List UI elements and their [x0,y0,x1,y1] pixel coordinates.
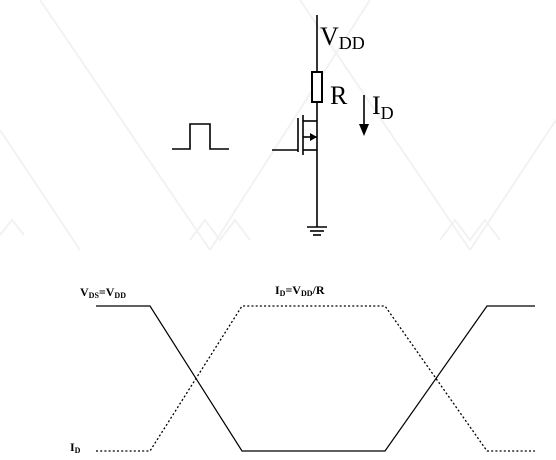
vdd-label: VDD [320,22,365,53]
vds-waveform [96,305,535,452]
mosfet-arrow-icon [310,133,317,141]
vds-level-label: VDS=VDD [80,285,126,300]
ground-icon [307,226,327,236]
id-low-label: ID [70,440,81,455]
id-waveform [96,305,535,452]
watermark [0,0,556,251]
r-label: R [330,81,348,110]
input-pulse [172,123,229,150]
mosfet [272,115,317,155]
id-label: ID [372,91,394,123]
resistor-r [311,71,323,103]
id-level-label: ID=VDD/R [275,283,325,298]
current-arrowhead-icon [359,124,369,136]
